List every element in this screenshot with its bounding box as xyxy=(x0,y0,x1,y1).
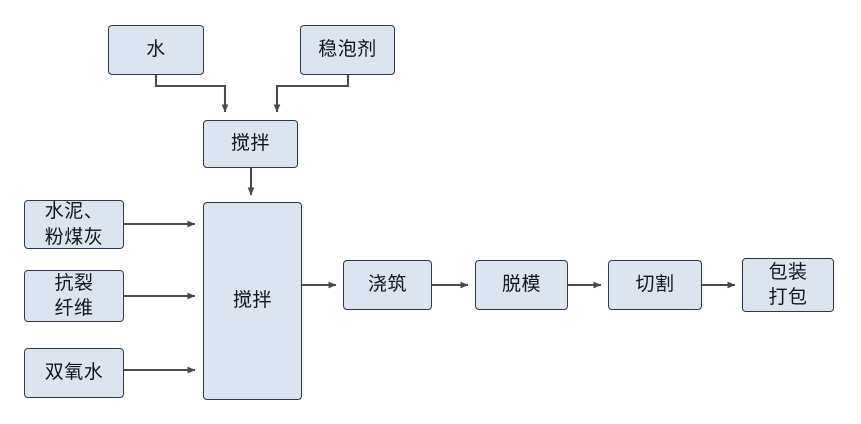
node-mixing-2[interactable]: 搅拌 xyxy=(203,202,302,400)
node-mixing-1[interactable]: 搅拌 xyxy=(203,120,298,168)
node-cement-flyash[interactable]: 水泥、 粉煤灰 xyxy=(24,200,124,249)
node-stabilizer[interactable]: 稳泡剂 xyxy=(300,25,395,75)
node-cutting[interactable]: 切割 xyxy=(608,260,702,310)
node-demolding[interactable]: 脱模 xyxy=(475,260,568,310)
node-casting[interactable]: 浇筑 xyxy=(343,260,432,310)
edge-water-to-mix1 xyxy=(154,75,229,113)
node-anticrack-fiber[interactable]: 抗裂 纤维 xyxy=(24,270,124,322)
node-water[interactable]: 水 xyxy=(108,25,204,75)
node-hydrogen-peroxide[interactable]: 双氧水 xyxy=(24,348,124,398)
edge-stabilizer-to-mix1 xyxy=(273,75,350,113)
node-packaging[interactable]: 包装 打包 xyxy=(742,258,834,312)
